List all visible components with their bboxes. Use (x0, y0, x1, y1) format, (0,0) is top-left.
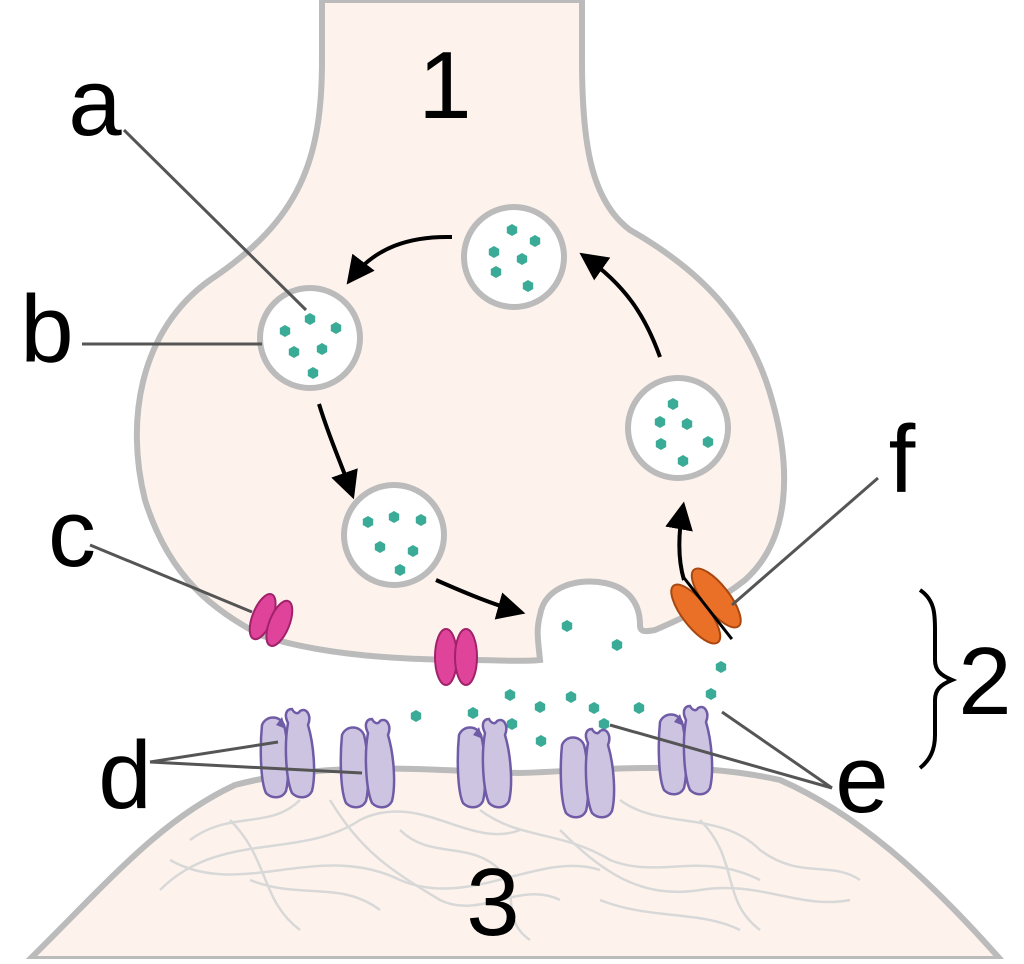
label-postsynaptic-neuron: 3 (466, 849, 519, 956)
label-synaptic-cleft: 2 (958, 628, 1011, 735)
synaptic-cleft-bracket (918, 588, 958, 770)
postsynaptic-receptor (339, 717, 396, 809)
synaptic-vesicle-lower (341, 482, 447, 588)
voltage-gated-channel-left (248, 593, 294, 647)
label-presynaptic-neuron: 1 (418, 32, 471, 139)
label-b: b (20, 276, 73, 383)
presynaptic-terminal (133, 0, 788, 664)
label-d: d (98, 722, 151, 829)
label-c: c (48, 480, 96, 587)
label-a: a (68, 49, 122, 156)
vesicle-cycle-arrows (317, 234, 693, 620)
label-leader-lines (82, 128, 879, 790)
postsynaptic-receptor (657, 704, 714, 796)
reuptake-transporter (670, 567, 742, 645)
cytoskeleton-fibers (159, 798, 861, 942)
postsynaptic-receptor (259, 707, 316, 799)
label-e: e (835, 726, 888, 833)
synaptic-vesicle-top (461, 204, 567, 310)
synaptic-vesicle-recycled (625, 375, 731, 481)
voltage-gated-channel-right (434, 628, 478, 686)
postsynaptic-receptor (456, 717, 513, 809)
label-f: f (889, 406, 916, 513)
postsynaptic-receptor (559, 727, 616, 819)
synaptic-vesicle-b (257, 285, 363, 391)
